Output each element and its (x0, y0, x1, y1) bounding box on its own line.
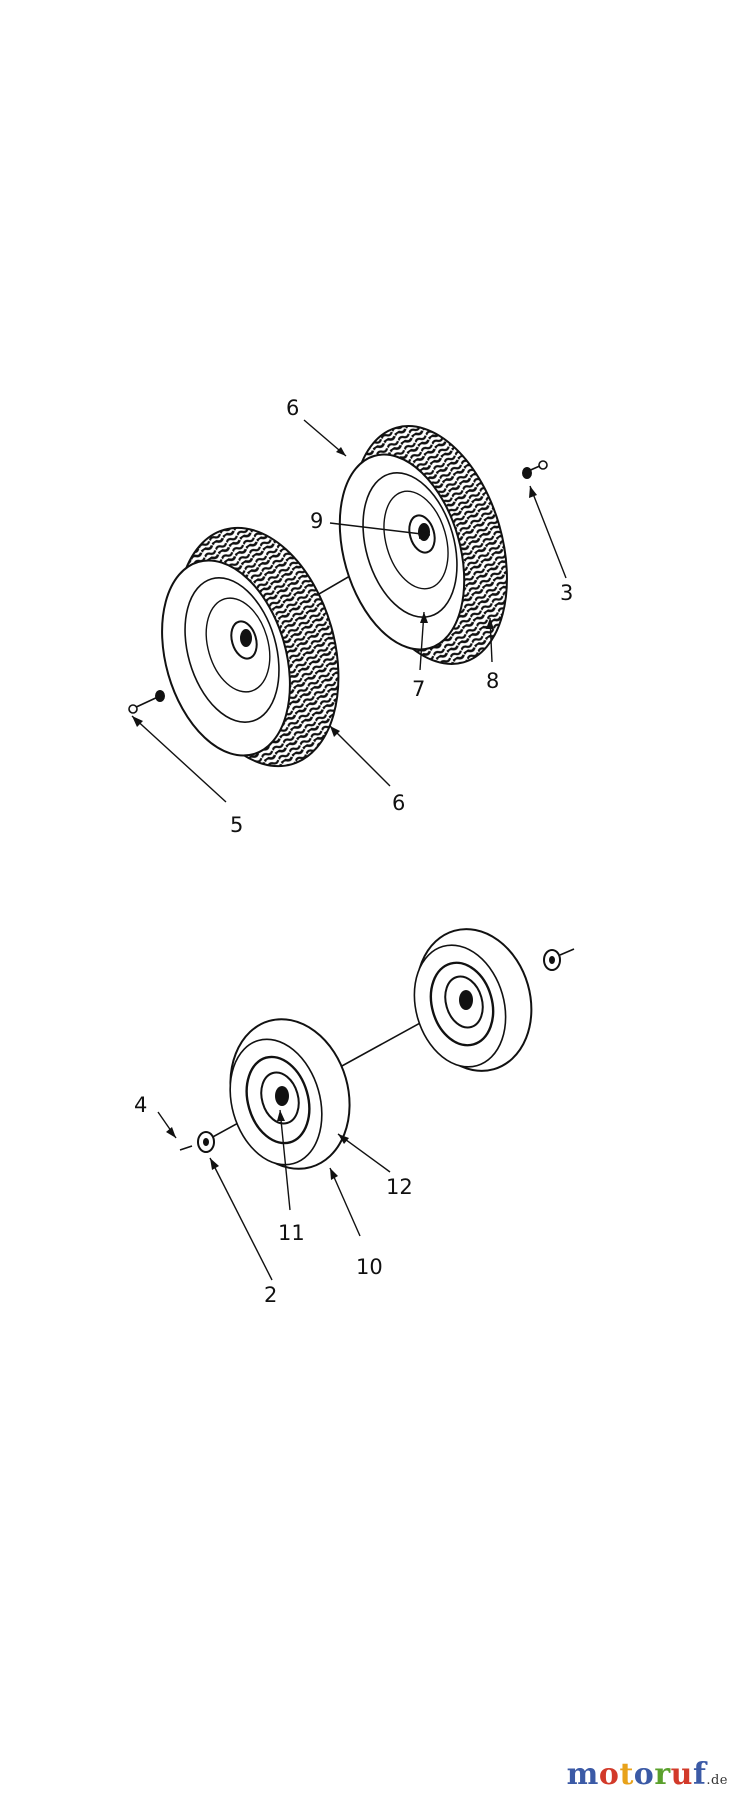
callout-6-bottom: 6 (392, 791, 405, 815)
callout-8: 8 (486, 669, 499, 693)
front-rim-inner-left (260, 1071, 300, 1125)
front-leader-lines (157, 1109, 391, 1281)
logo-letter: t (619, 1757, 634, 1792)
callout-12: 12 (386, 1175, 413, 1199)
callout-11: 11 (278, 1221, 305, 1245)
logo-letter: o (598, 1757, 620, 1792)
rear-leader-lines (131, 419, 567, 803)
logo-letter: f (692, 1757, 707, 1792)
front-wheel-assembly: 4 2 11 10 12 (134, 928, 575, 1307)
logo-wordmark: motoruf (567, 1757, 707, 1792)
hub-bore-left (240, 629, 252, 647)
bolt-washer-right (522, 460, 548, 479)
front-wheel-left (229, 1018, 351, 1170)
rim-inner-right (383, 490, 449, 590)
rear-wheel-left (161, 526, 340, 768)
callout-9: 9 (310, 509, 323, 533)
logo-letter: r (654, 1757, 671, 1792)
front-washer-left (179, 1131, 215, 1153)
front-rim-inner-right (444, 975, 484, 1029)
rim-inner-left (205, 597, 271, 693)
rear-wheel-right (338, 425, 508, 665)
logo-domain-suffix: .de (706, 1773, 728, 1788)
callout-6-top: 6 (286, 396, 299, 420)
motoruf-logo: motoruf.de (567, 1757, 728, 1792)
front-hub-right (459, 990, 473, 1010)
callout-4: 4 (134, 1093, 147, 1117)
callout-7: 7 (412, 677, 425, 701)
rear-wheel-assembly: 6 9 3 7 8 5 6 (128, 396, 573, 837)
callout-3: 3 (560, 581, 573, 605)
front-washer-right (543, 948, 575, 971)
logo-letter: u (670, 1757, 693, 1792)
callout-2: 2 (264, 1283, 277, 1307)
front-hub-left (275, 1086, 289, 1106)
logo-letter: m (566, 1757, 599, 1792)
logo-letter: o (633, 1757, 655, 1792)
callout-5: 5 (230, 813, 243, 837)
bolt-washer-left (128, 690, 165, 714)
callout-10: 10 (356, 1255, 383, 1279)
front-wheel-right (413, 928, 533, 1072)
